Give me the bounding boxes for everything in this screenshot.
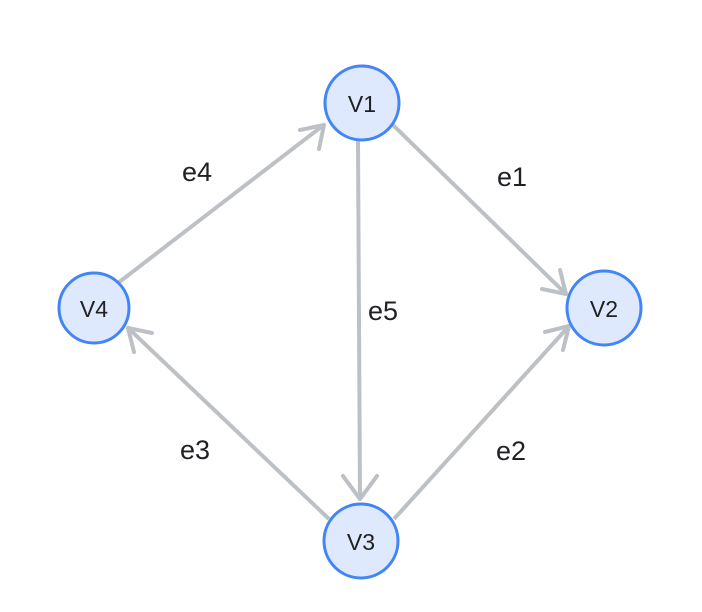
edge-e4-arrowhead [298,123,326,151]
edge-e2[interactable] [392,323,572,521]
node-v2-label: V2 [590,296,618,322]
edge-e1[interactable] [391,123,569,297]
node-v2[interactable]: V2 [565,269,643,347]
edge-e3-line [125,325,331,521]
edge-e2-line [392,323,572,521]
node-v4-label: V4 [80,296,108,322]
node-v2-circle [565,269,643,347]
edge-e3[interactable] [125,325,331,521]
edges-layer [116,122,572,521]
node-v3[interactable]: V3 [322,502,400,580]
edge-e1-line [391,123,569,297]
edge-labels-layer: e1 e2 e3 e4 e5 [180,157,527,466]
node-v1[interactable]: V1 [323,64,401,142]
edge-e2-arrowhead [543,324,571,352]
node-v1-label: V1 [348,91,376,117]
node-v1-circle [323,64,401,142]
edge-e1-arrowhead [540,268,568,296]
node-v4[interactable]: V4 [57,271,131,345]
edge-e5-arrowhead [341,474,379,501]
edge-e5[interactable] [341,140,379,501]
node-v3-label: V3 [347,529,375,555]
edge-label-e4: e4 [182,157,212,187]
edge-e5-line [356,140,362,501]
edge-e4-line [116,122,327,285]
edge-e3-arrowhead [126,326,154,354]
node-v4-circle [57,271,131,345]
edge-label-e5: e5 [368,296,398,326]
edge-label-e1: e1 [497,162,527,192]
nodes-layer: V1 V2 V3 V4 [57,64,643,580]
edge-label-e3: e3 [180,435,210,465]
edge-label-e2: e2 [496,436,526,466]
node-v3-circle [322,502,400,580]
edge-e4[interactable] [116,122,327,285]
